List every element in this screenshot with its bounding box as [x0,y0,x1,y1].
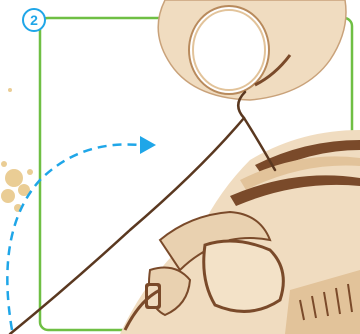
step-badge: 2 [22,8,46,32]
step-number: 2 [30,13,38,27]
wooden-model [120,130,360,334]
wooden-ring-icon [158,0,346,100]
dashed-curved-arrow-icon [7,136,156,330]
